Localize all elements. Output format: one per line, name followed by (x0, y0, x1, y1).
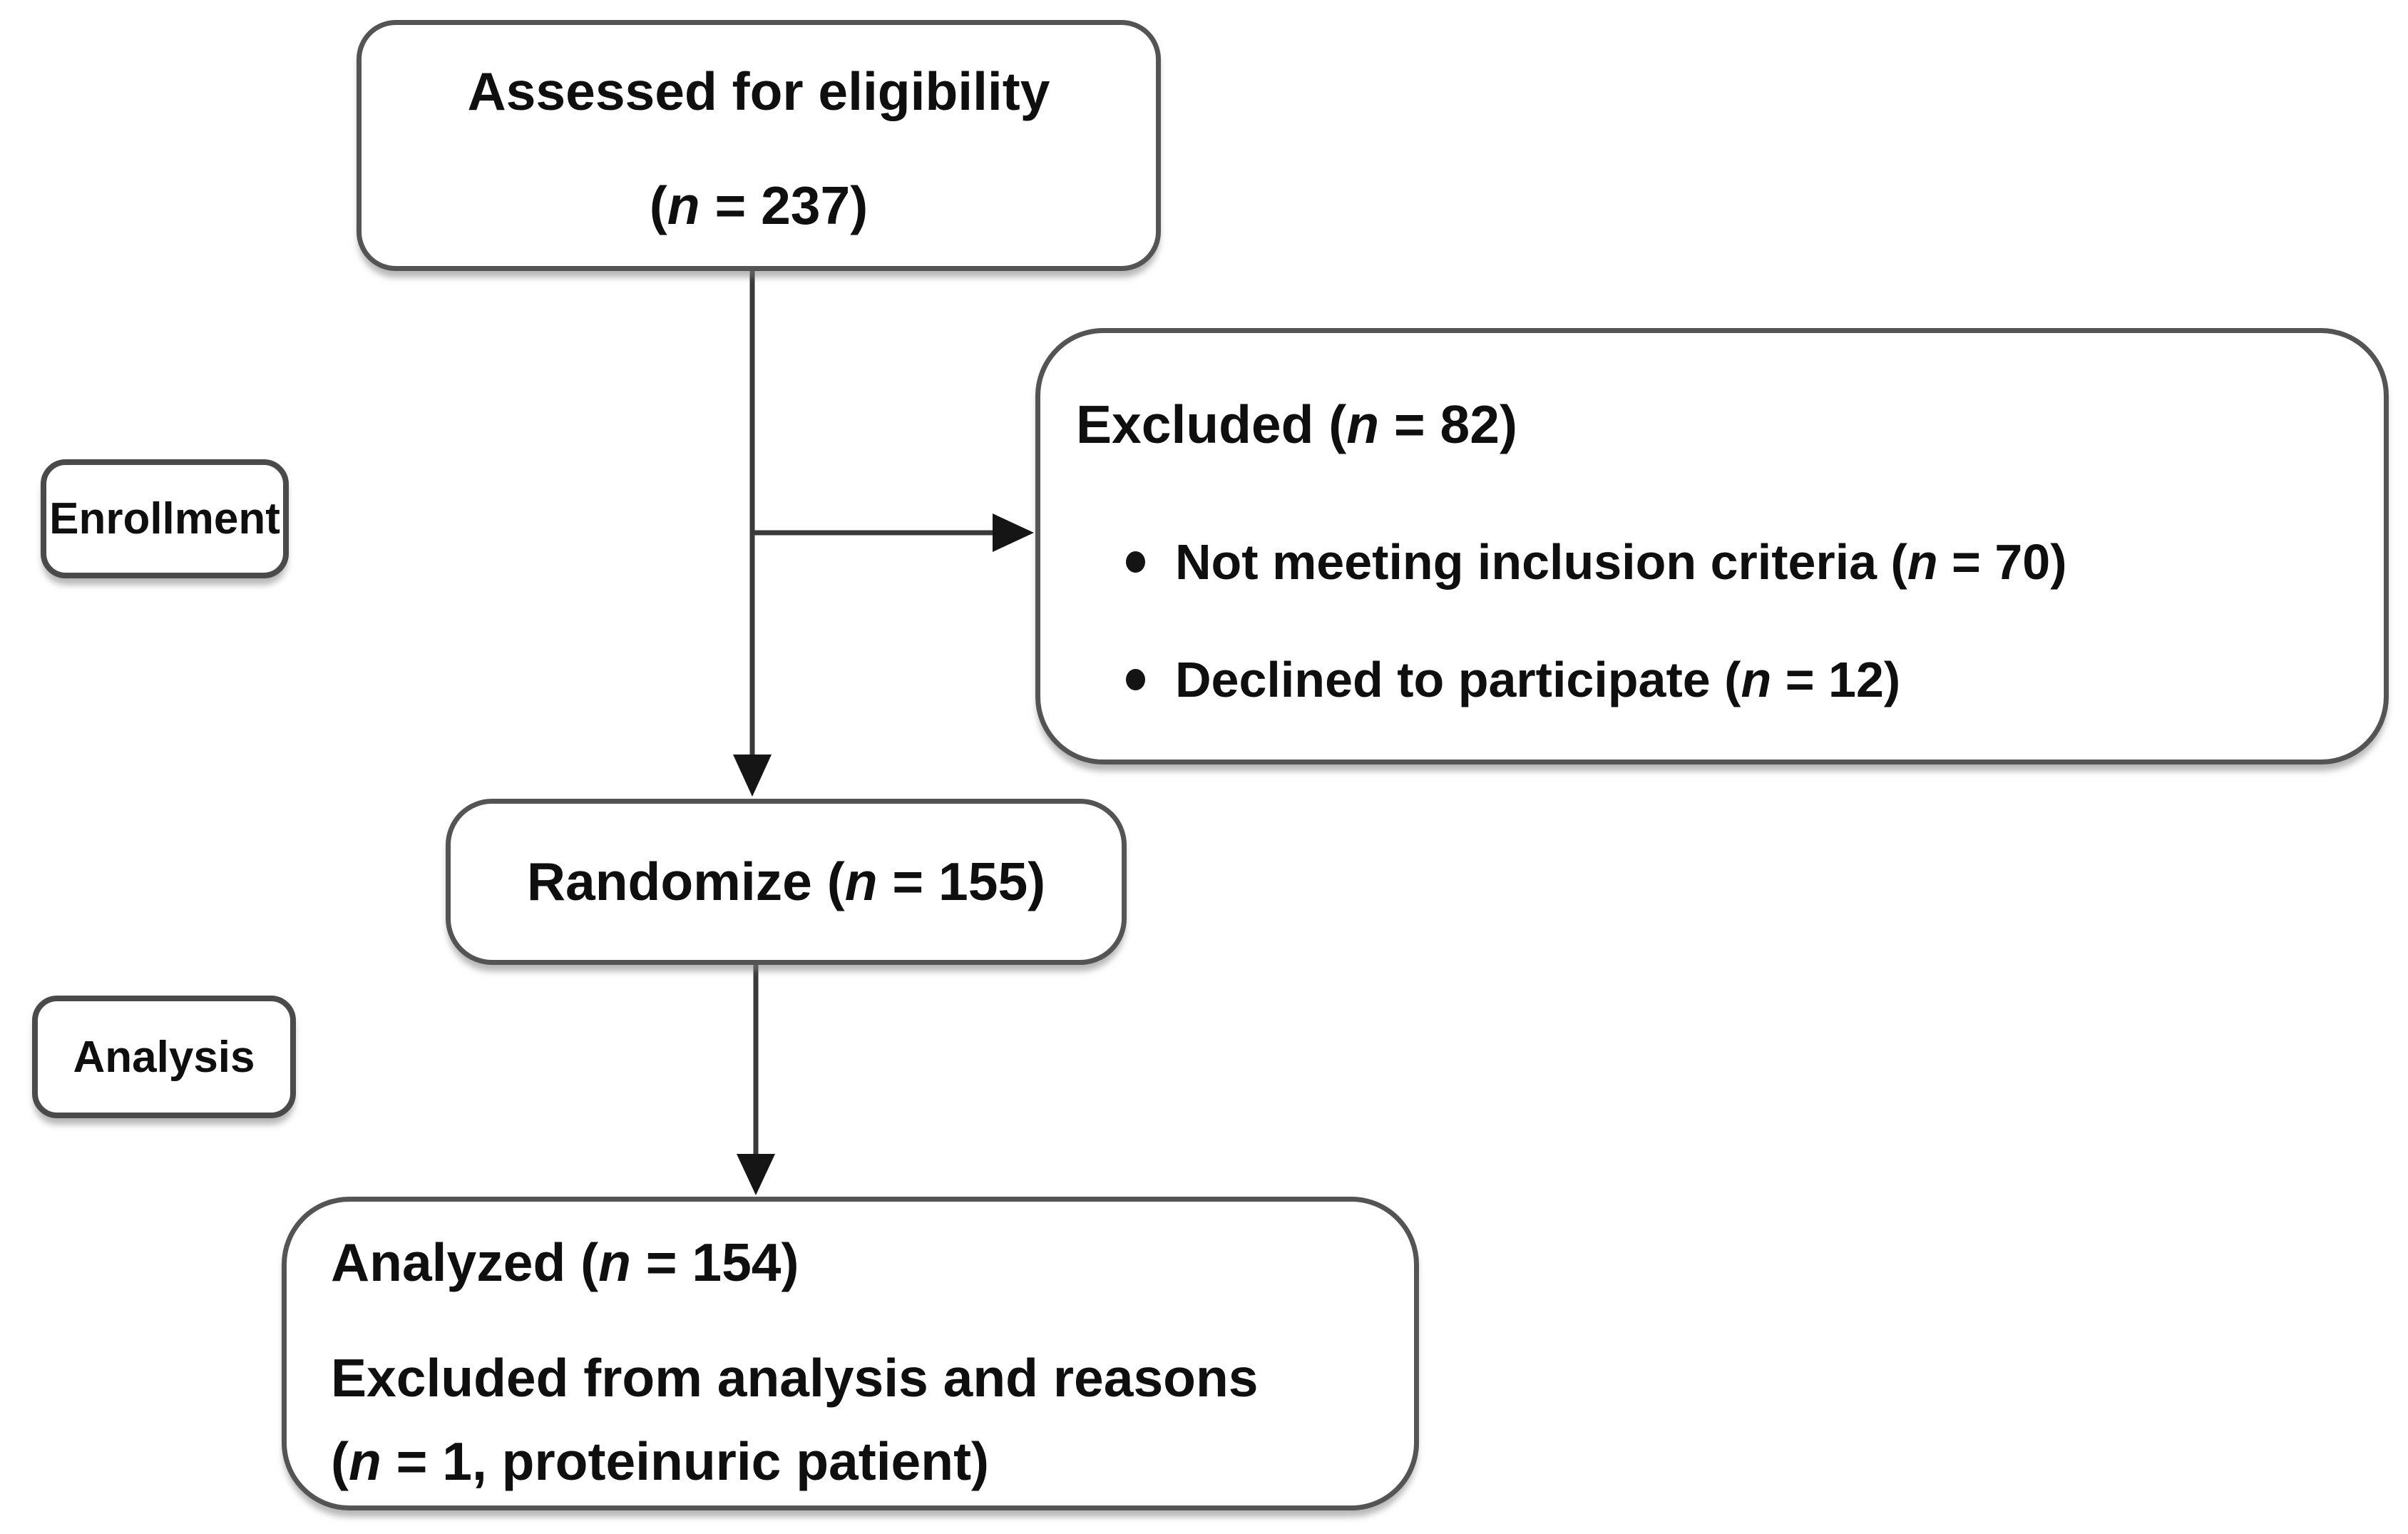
list-item: Not meeting inclusion criteria (n = 70) (1126, 533, 2355, 590)
excluded-reason-not-meeting-criteria: Not meeting inclusion criteria (n = 70) (1175, 534, 2067, 590)
excluded-reasons-list: Not meeting inclusion criteria (n = 70) … (1126, 533, 2355, 708)
assessed-for-eligibility-box: Assessed for eligibility (n = 237) (357, 20, 1161, 271)
arrow-assessed-to-randomize-head (733, 755, 772, 797)
excluded-reason-declined: Declined to participate (n = 12) (1175, 652, 1901, 708)
arrow-randomize-to-analyzed-head (737, 1154, 775, 1195)
excluded-box: Excluded (n = 82) Not meeting inclusion … (1035, 328, 2389, 765)
bullet-dot-icon (1126, 551, 1145, 573)
enrollment-label: Enrollment (49, 494, 280, 543)
analyzed-count: Analyzed (n = 154) (331, 1232, 799, 1292)
randomize-box: Randomize (n = 155) (446, 799, 1127, 965)
excluded-heading: Excluded (n = 82) (1076, 394, 1517, 454)
analyzed-excluded-reasons-label: Excluded from analysis and reasons (331, 1348, 1259, 1408)
arrow-branch-to-excluded-head (993, 513, 1034, 552)
assessed-label: Assessed for eligibility (467, 61, 1050, 121)
randomize-label: Randomize (n = 155) (526, 852, 1046, 912)
assessed-count: (n = 237) (649, 175, 869, 235)
analyzed-excluded-count: (n = 1, proteinuric patient) (331, 1431, 990, 1491)
list-item: Declined to participate (n = 12) (1126, 651, 2355, 708)
stage-label-enrollment: Enrollment (41, 459, 289, 578)
analyzed-box: Analyzed (n = 154) Excluded from analysi… (282, 1197, 1419, 1510)
analysis-label: Analysis (73, 1032, 255, 1082)
stage-label-analysis: Analysis (32, 996, 296, 1118)
bullet-dot-icon (1126, 669, 1145, 691)
